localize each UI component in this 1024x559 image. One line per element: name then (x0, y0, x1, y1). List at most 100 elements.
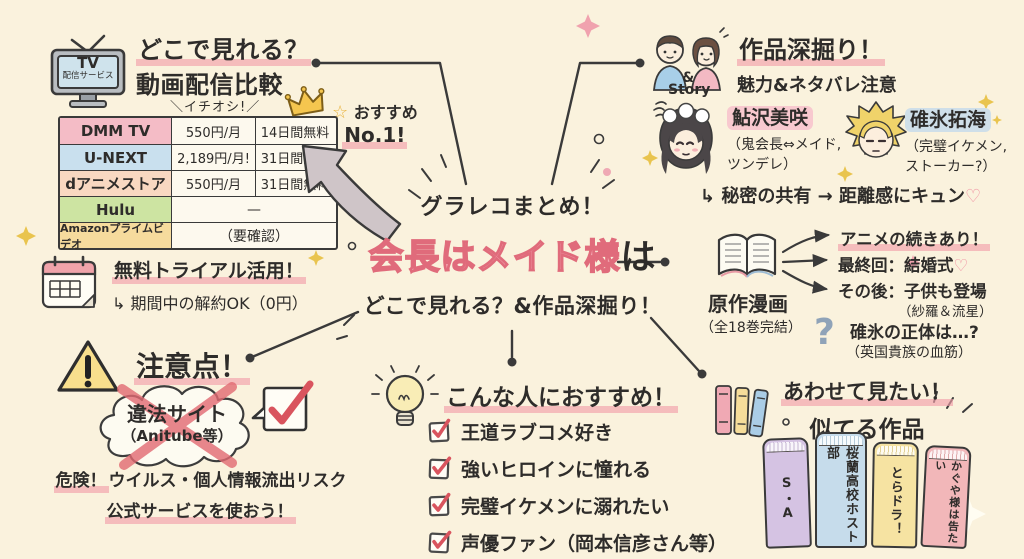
usui-profile: 碓氷拓海 （完璧イケメン, ストーカー?） (905, 105, 1007, 177)
duo-story-label: Story (668, 82, 711, 98)
checkbox-icon (428, 530, 452, 554)
misaki-desc1: （鬼会長⇔メイド, (727, 137, 842, 153)
checkbox-icon (428, 418, 451, 443)
caution-title-text: 注意点！ (134, 350, 251, 386)
open-book-icon (714, 230, 780, 286)
main-title-pink: 会長はメイド様 (368, 237, 621, 279)
service-cell: Hulu (60, 197, 172, 222)
table-row: DMM TV 550円/月 14日間無料 (60, 118, 336, 144)
checklist-label: 声優ファン（岡本信彦さん等） (461, 533, 728, 555)
trial-note: ↳ 期間中の解約OK（0円） (112, 294, 308, 313)
checkbox-icon (428, 492, 451, 517)
manga-point-3: その後：子供も登場 (838, 278, 987, 302)
heart-icon: ♡ (964, 186, 982, 207)
question-mark-icon: ? (814, 312, 835, 353)
trial-cell: 31日間無料 (260, 152, 330, 167)
usui-name: 碓氷拓海 (905, 108, 992, 132)
manga-point-1: アニメの続きあり！ (838, 226, 991, 252)
price-cell: 2,189円/月! (172, 145, 256, 170)
illegal-site-cloud: 違法サイト （Anitube等） (88, 375, 266, 477)
manga-point-3-sub: （紗羅＆流星） (898, 304, 993, 320)
usui-identity-question: 碓氷の正体は…? (850, 323, 979, 343)
streaming-comparison-table: DMM TV 550円/月 14日間無料 U-NEXT 2,189円/月! 31… (58, 116, 338, 251)
ichioshi-label: ＼イチオシ!／ (170, 100, 261, 115)
watch-section-title: どこで見れる？ 動画配信比較 (136, 33, 311, 103)
danger-text: ウイルス・個人情報流出リスク (108, 471, 347, 491)
trial-title: 無料トライアル活用！ (112, 260, 306, 285)
manga-subtitle: （全18巻完結） (700, 320, 802, 336)
secret-share-line: ↳ 秘密の共有 → 距離感にキュン♡ (700, 182, 981, 208)
badge-text: おすすめ (353, 103, 418, 122)
manga-title: 原作漫画 (708, 292, 788, 316)
book-spine: 桜蘭高校ホスト部 (815, 432, 867, 548)
recommend-title-text: こんな人におすすめ！ (444, 385, 678, 414)
book-spine: とらドラ！ (871, 441, 919, 549)
crown-icon (284, 83, 329, 121)
duo-amp: & (682, 70, 695, 86)
deep-section-title: 作品深掘り！ 魅力&ネタバレ注意 (737, 30, 897, 97)
similar-title-line1: あわせて見たい！ (781, 380, 953, 407)
lightbulb-icon (370, 364, 440, 438)
no1-badge: ☆ おすすめ No.1! (332, 99, 418, 150)
tv-service-icon: TV 配信サービス (46, 26, 130, 110)
usui-desc1: （完璧イケメン, (905, 139, 1008, 155)
kicker-text: グラレコまとめ！ (420, 195, 605, 220)
danger-label: 危険！ (53, 471, 109, 494)
merged-cell: （要確認） (219, 228, 289, 245)
checklist-item: 声優ファン（岡本信彦さん等） (428, 529, 727, 556)
manga-label: 原作漫画 （全18巻完結） (700, 288, 802, 337)
usui-avatar (843, 98, 909, 182)
table-row: dアニメストア 550円/月 31日間無料 (60, 170, 336, 196)
book-spine: S・A (762, 437, 812, 549)
watch-title-line2: 動画配信比較 (136, 70, 283, 99)
recommend-checklist: 王道ラブコメ好き 強いヒロインに憧れる 完璧イケメンに溺れたい 声優ファン（岡本… (428, 418, 727, 556)
service-cell: DMM TV (60, 118, 172, 144)
danger-warning-text: 危険！ウイルス・個人情報流出リスク 公式サービスを使おう！ (30, 466, 370, 525)
calendar-icon (40, 253, 98, 311)
book-spines-icon (712, 382, 774, 438)
checklist-item: 強いヒロインに憧れる (428, 455, 727, 482)
main-title-suffix: は (620, 238, 657, 278)
recommend-title: こんな人におすすめ！ (444, 378, 678, 414)
trial-cell: 31日間無料 (260, 178, 330, 193)
misaki-avatar (650, 98, 716, 180)
illegal-site-example: （Anitube等） (121, 427, 233, 445)
checkbox-bubble-icon (250, 376, 316, 436)
illegal-site-label: 違法サイト (127, 402, 227, 426)
badge-no1: No.1! (342, 123, 408, 150)
misaki-desc2: ツンデレ） (727, 156, 797, 173)
checklist-item: 王道ラブコメ好き (428, 418, 727, 445)
caution-section-title: 注意点！ (134, 345, 251, 386)
manga-point-2: 最終回：結婚式♡ (838, 252, 968, 276)
similar-section-title: あわせて見たい！ 似てる作品 (772, 376, 962, 444)
table-row: Hulu — (60, 196, 336, 222)
checklist-label: 強いヒロインに憧れる (461, 459, 652, 481)
free-trial-note: 無料トライアル活用！ ↳ 期間中の解約OK（0円） (112, 256, 308, 314)
watch-title-line1: どこで見れる？ (136, 36, 311, 67)
service-cell: dアニメストア (60, 171, 172, 196)
tv-icon-sublabel: 配信サービス (62, 70, 114, 81)
checklist-item: 完璧イケメンに溺れたい (428, 492, 727, 519)
table-row: U-NEXT 2,189円/月! 31日間無料 (60, 144, 336, 170)
misaki-profile: 鮎沢美咲 （鬼会長⇔メイド, ツンデレ） (727, 103, 841, 175)
usui-desc2: ストーカー?） (905, 158, 997, 175)
center-title-block: グラレコまとめ！ 会長はメイド様は どこで見れる？&作品深掘り！ (360, 189, 665, 320)
story-duo-icon: & Story (648, 27, 729, 98)
service-cell: U-NEXT (60, 145, 172, 170)
misaki-name: 鮎沢美咲 (727, 106, 814, 130)
deep-title-text: 作品深掘り！ (737, 36, 885, 67)
usui-identity-answer: （英国貴族の血筋） (846, 345, 972, 361)
deep-subtitle: 魅力&ネタバレ注意 (737, 75, 897, 96)
manga-point-1-text: アニメの続きあり！ (838, 230, 991, 252)
secret-share-text: ↳ 秘密の共有 → 距離感にキュン (700, 186, 965, 207)
manga-point-2-text: 最終回：結婚式 (838, 256, 954, 275)
checkbox-icon (428, 456, 452, 480)
heart-icon: ♡ (953, 256, 969, 275)
center-subtitle: どこで見れる？&作品深掘り！ (363, 294, 662, 318)
checklist-label: 完璧イケメンに溺れたい (461, 496, 670, 518)
trial-cell: 14日間無料 (260, 125, 330, 141)
table-row: Amazonプライムビデオ （要確認） (60, 222, 336, 251)
official-service-text: 公式サービスを使おう！ (104, 502, 296, 525)
price-cell: 550円/月 (172, 171, 256, 196)
